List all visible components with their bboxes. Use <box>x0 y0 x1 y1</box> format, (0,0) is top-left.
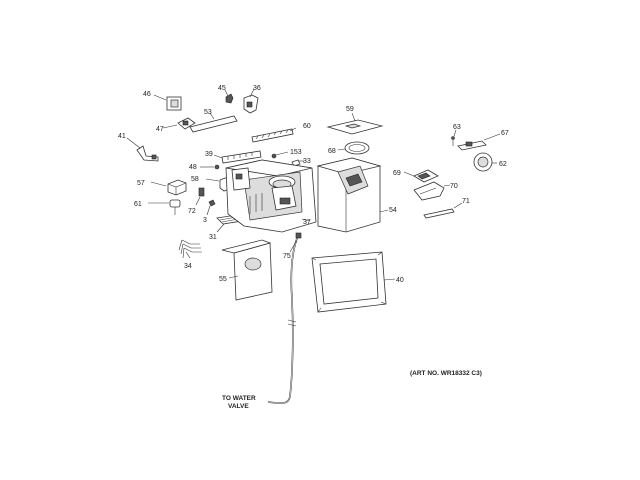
part-54 <box>316 157 389 233</box>
part-60 <box>251 127 297 143</box>
part-55 <box>221 239 273 301</box>
label-68: 68 <box>328 148 336 155</box>
label-40: 40 <box>396 277 404 284</box>
label-34: 34 <box>184 263 192 270</box>
label-45: 45 <box>218 85 226 92</box>
label-55: 55 <box>219 276 227 283</box>
label-61: 61 <box>134 201 142 208</box>
label-75: 75 <box>283 253 291 260</box>
part-75-water-tube <box>267 232 302 404</box>
label-33: 33 <box>303 158 311 165</box>
art-number: (ART NO. WR18332 C3) <box>410 370 482 377</box>
label-58: 58 <box>191 176 199 183</box>
label-3: 3 <box>203 217 207 224</box>
part-57 <box>150 179 187 196</box>
label-48: 48 <box>189 164 197 171</box>
part-59 <box>326 112 384 135</box>
label-31: 31 <box>209 234 217 241</box>
label-72: 72 <box>188 208 196 215</box>
label-153: 153 <box>290 149 302 156</box>
part-45 <box>224 89 234 104</box>
water-valve-note-line2: VALVE <box>228 403 249 410</box>
part-34 <box>178 239 202 259</box>
label-60: 60 <box>303 123 311 130</box>
part-36 <box>243 88 259 114</box>
part-72 <box>195 187 205 206</box>
label-47: 47 <box>156 126 164 133</box>
part-70 <box>413 181 451 201</box>
part-61 <box>148 199 181 215</box>
label-69: 69 <box>393 170 401 177</box>
part-62 <box>473 152 497 172</box>
part-67 <box>457 133 501 151</box>
label-59: 59 <box>346 106 354 113</box>
label-41: 41 <box>118 133 126 140</box>
part-68 <box>337 141 370 155</box>
part-3 <box>206 199 216 216</box>
part-47 <box>162 117 196 130</box>
water-valve-note-line1: TO WATER <box>222 395 256 402</box>
part-40 <box>311 251 396 313</box>
dispenser-housing-37 <box>225 159 317 233</box>
label-70: 70 <box>450 183 458 190</box>
part-41 <box>126 137 159 162</box>
label-46: 46 <box>143 91 151 98</box>
part-48 <box>200 164 220 170</box>
label-36: 36 <box>253 85 261 92</box>
part-71 <box>423 202 463 219</box>
part-39 <box>213 150 262 164</box>
part-46 <box>153 94 182 111</box>
label-57: 57 <box>137 180 145 187</box>
label-53: 53 <box>204 109 212 116</box>
label-37: 37 <box>303 219 311 226</box>
label-67: 67 <box>501 130 509 137</box>
label-62: 62 <box>499 161 507 168</box>
part-63 <box>451 129 457 146</box>
part-69 <box>403 169 439 183</box>
part-153 <box>271 151 289 159</box>
label-63: 63 <box>453 124 461 131</box>
label-54: 54 <box>389 207 397 214</box>
label-71: 71 <box>462 198 470 205</box>
label-39: 39 <box>205 151 213 158</box>
part-53 <box>189 112 238 133</box>
